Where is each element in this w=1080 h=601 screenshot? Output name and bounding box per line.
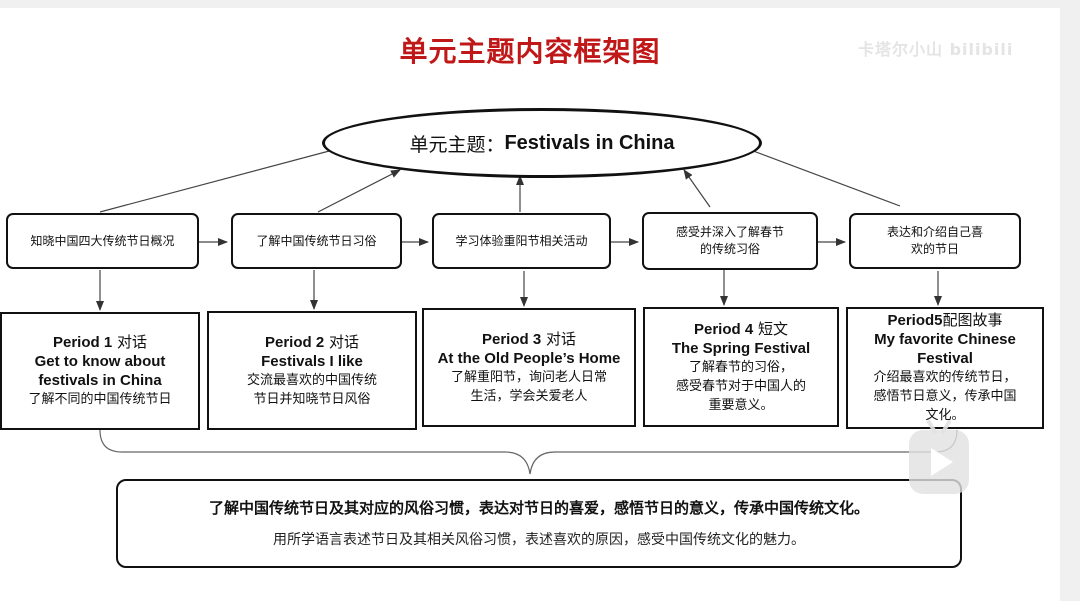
period-label: Period 2 [265, 333, 325, 351]
period-label: Period 3 [482, 330, 542, 348]
period-type: 配图故事 [942, 311, 1003, 329]
step-box-3: 学习体验重阳节相关活动 [432, 213, 611, 269]
step-box-4: 感受并深入了解春节的传统习俗 [642, 212, 818, 270]
page-title: 单元主题内容框架图 [399, 35, 661, 68]
period-type: 短文 [757, 319, 788, 338]
summary-line-1: 了解中国传统节日及其对应的风俗习惯，表达对节日的喜爱，感悟节日的意义，传承中国传… [208, 498, 869, 517]
period-desc: 介绍最喜欢的传统节日， [873, 370, 1017, 385]
step-box-1: 知晓中国四大传统节日概况 [6, 213, 199, 269]
period-title: Festivals I like [261, 352, 363, 370]
period-box-3: Period 3 对话 At the Old People’s Home 了解重… [422, 308, 636, 427]
period-desc: 了解不同的中国传统节日 [28, 392, 172, 407]
step-box-5: 表达和介绍自己喜欢的节日 [849, 213, 1021, 269]
period-title: festivals in China [38, 372, 162, 389]
period-header: Period 1 对话 [53, 333, 147, 352]
bilibili-watermark: 卡塔尔小山 bilibili [858, 40, 1014, 59]
period-desc: 了解重阳节，询问老人日常 [450, 369, 607, 385]
play-icon[interactable] [909, 420, 969, 494]
period-label: Period 4 [694, 320, 754, 338]
period-box-1: Period 1 对话 Get to know about festivals … [0, 312, 200, 430]
period-header: Period5配图故事 [887, 311, 1002, 330]
arrow-step2-theme [317, 169, 401, 213]
play-triangle [931, 448, 953, 476]
period-type: 对话 [328, 332, 359, 351]
period-desc: 感悟节日意义，传承中国 [873, 389, 1017, 404]
play-icon-ears [927, 420, 951, 434]
period-desc: 感受春节对于中国人的 [675, 378, 806, 394]
period-box-2: Period 2 对话 Festivals I like 交流最喜欢的中国传统 … [207, 311, 417, 430]
period-desc: 文化。 [925, 408, 965, 423]
period-desc: 生活，学会关爱老人 [470, 388, 588, 404]
period-title: Festival [917, 350, 973, 367]
arrow-step1-theme [99, 144, 349, 213]
period-title: My favorite Chinese [874, 331, 1016, 348]
period-header: Period 3 对话 [482, 330, 576, 349]
period-box-4: Period 4 短文 The Spring Festival 了解春节的习俗，… [643, 307, 839, 427]
step-box-2: 了解中国传统节日习俗 [231, 213, 402, 269]
period-type: 对话 [545, 329, 576, 348]
period-label: Period5 [887, 312, 943, 329]
period-header: Period 4 短文 [694, 320, 788, 339]
arrow-step5-theme [739, 145, 901, 207]
period-type: 对话 [116, 333, 147, 351]
summary-box: 了解中国传统节日及其对应的风俗习惯，表达对节日的喜爱，感悟节日的意义，传承中国传… [116, 479, 962, 568]
period-label: Period 1 [53, 334, 113, 351]
summary-line-2: 用所学语言表述节日及其相关风俗习惯，表述喜欢的原因，感受中国传统文化的魅力。 [273, 531, 805, 548]
period-box-5: Period5配图故事 My favorite Chinese Festival… [846, 307, 1044, 429]
period-desc: 重要意义。 [708, 397, 774, 413]
unit-theme-ellipse: 单元主题：Festivals in China [322, 108, 762, 178]
summary-brace [99, 429, 958, 475]
period-title: At the Old People’s Home [437, 349, 621, 367]
period-title: The Spring Festival [671, 339, 811, 357]
theme-name: Festivals in China [504, 131, 675, 154]
period-desc: 节日并知晓节日风俗 [253, 391, 371, 407]
theme-prefix: 单元主题： [409, 133, 505, 156]
period-desc: 了解春节的习俗， [688, 359, 793, 375]
period-title: Get to know about [34, 353, 166, 370]
period-desc: 交流最喜欢的中国传统 [246, 372, 377, 388]
arrow-step4-theme [683, 169, 711, 208]
period-header: Period 2 对话 [265, 333, 359, 352]
